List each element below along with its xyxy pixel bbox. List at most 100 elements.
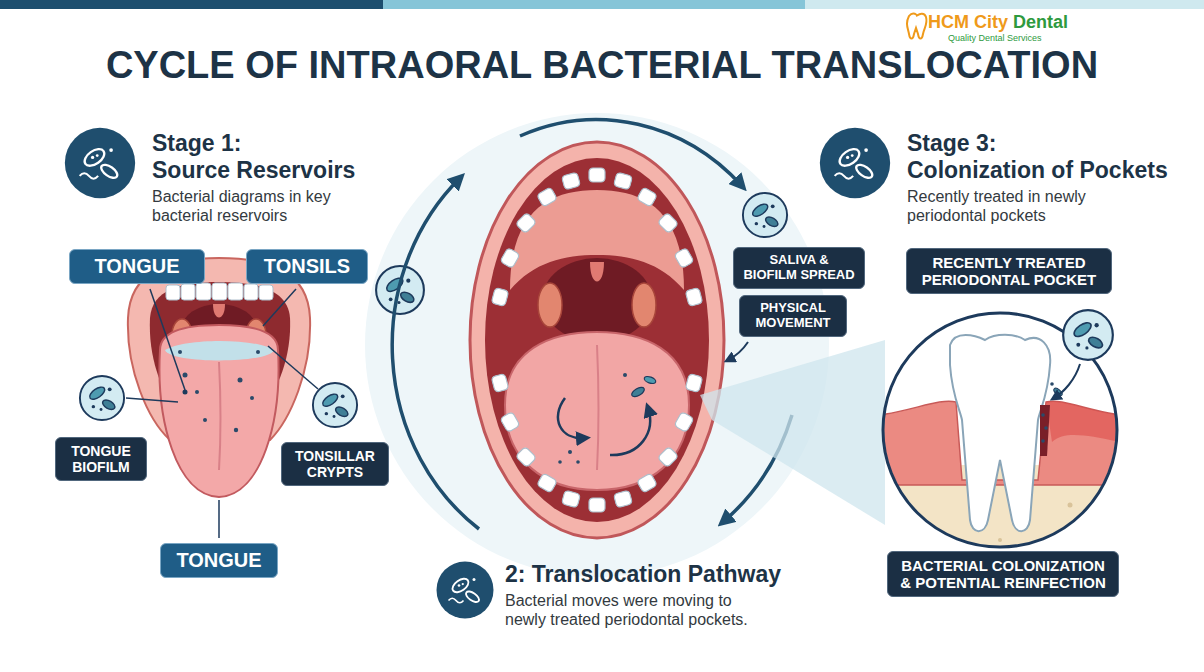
top-color-bar [383,0,805,9]
mouth-illustration [470,142,724,538]
tongue-illustration [259,285,273,300]
mouth-illustration [538,283,562,327]
tongue-illustration [203,418,207,422]
mouth-illustration [561,490,580,508]
leader-line [268,346,318,389]
tongue-illustration [195,390,199,394]
mouth-illustration [500,248,520,269]
movement-arrow [728,342,748,360]
tongue-illustration [256,350,260,354]
bacteria-icon [80,376,124,420]
leader-line [150,289,185,390]
part-label-box: TONGUE BIOFILM [55,437,147,481]
box-label: TONSILLAR CRYPTS [290,448,380,480]
tongue-illustration [244,284,258,300]
periodontal-inset [1050,382,1054,386]
tongue-illustration [212,283,227,300]
mouth-illustration [510,190,684,290]
logo-tooth-icon [907,14,927,39]
top-color-bar [0,0,1204,9]
mouth-illustration [613,490,632,508]
part-label-box: TONGUE [69,249,205,284]
mouth-illustration [515,446,536,467]
leader-line [126,289,318,538]
periodontal-inset [1088,528,1092,532]
periodontal-inset [998,538,1002,542]
tongue-illustration [165,341,274,361]
tongue-illustration [213,304,225,318]
mouth-illustration [674,412,694,433]
box-label: RECENTLY TREATED PERIODONTAL POCKET [917,254,1101,289]
tongue-illustration [228,283,243,300]
mouth-illustration [491,373,509,392]
part-label-box: TONSILS [246,249,368,284]
bacteria-icon [313,383,357,427]
stage-number: Stage 3: [907,130,996,158]
tongue-illustration [159,325,278,497]
tongue-illustration [181,284,195,300]
box-label: TONSILS [255,255,359,278]
stage-number: Stage 1: [152,130,241,158]
top-color-bar [805,0,1204,9]
mouth-illustration [674,248,694,269]
tongue-illustration [238,378,243,383]
stage-heading: 2: Translocation Pathway [505,561,781,589]
box-label: TONGUE [169,549,269,572]
mouth-illustration [470,142,724,538]
mouth-illustration [657,212,678,233]
mouth-illustration [589,498,605,512]
periodontal-inset [1040,405,1050,456]
mouth-illustration [637,473,658,493]
box-label: SALIVA & BIOFILM SPREAD [742,253,856,283]
mouth-illustration [657,446,678,467]
leader-line [126,398,178,402]
background-circle [365,113,829,577]
tongue-illustration [178,350,182,354]
leader-line [183,390,188,395]
mouth-illustration [558,398,585,438]
logo-tooth-icon [907,14,927,39]
tongue-illustration [219,362,221,470]
stage-icon [65,128,135,198]
outcome-label-box: BACTERIAL COLONIZATION & POTENTIAL REINF… [887,551,1119,598]
mouth-illustration [537,473,558,493]
title: CYCLE OF INTRAORAL BACTERIAL TRANSLOCATI… [0,44,1204,88]
logo-tagline: Quality Dental Services [948,33,1042,44]
stage-icon [437,562,494,619]
periodontal-inset [1046,401,1120,442]
mouth-illustration [589,168,605,182]
periodontal-inset [880,335,1120,565]
stage-description: Bacterial moves were moving to newly tre… [505,591,760,629]
periodontal-inset [1054,364,1080,398]
leader-line [218,500,220,538]
top-color-bar [0,0,383,9]
mouth-illustration [485,158,709,522]
mouth-illustration [610,408,650,455]
mouth-illustration [632,283,656,327]
mouth-illustration [597,345,599,470]
mouth-illustration [630,385,646,398]
pocket-label-box: RECENTLY TREATED PERIODONTAL POCKET [906,248,1112,295]
tongue-illustration [234,428,238,432]
logo-text: HCM City [928,12,1008,34]
pathway-label-box: PHYSICAL MOVEMENT [739,295,847,337]
pathway-label-box: SALIVA & BIOFILM SPREAD [733,247,865,289]
periodontal-inset [950,335,1050,532]
box-label: PHYSICAL MOVEMENT [748,301,838,331]
movement-arrow [728,342,748,360]
mouth-illustration [685,373,703,392]
mouth-illustration [685,287,703,306]
mouth-illustration [500,412,520,433]
mouth-illustration [576,460,580,464]
background-circle [365,113,829,577]
periodontal-inset [1041,413,1045,417]
mouth-illustration [491,287,509,306]
tongue-illustration [183,373,188,378]
periodontal-inset [1068,503,1073,508]
magnify-beam [700,340,885,525]
mouth-illustration [515,212,536,233]
periodontal-inset [880,310,1120,565]
mouth-illustration [537,187,558,207]
part-label-box: TONGUE [160,543,278,578]
